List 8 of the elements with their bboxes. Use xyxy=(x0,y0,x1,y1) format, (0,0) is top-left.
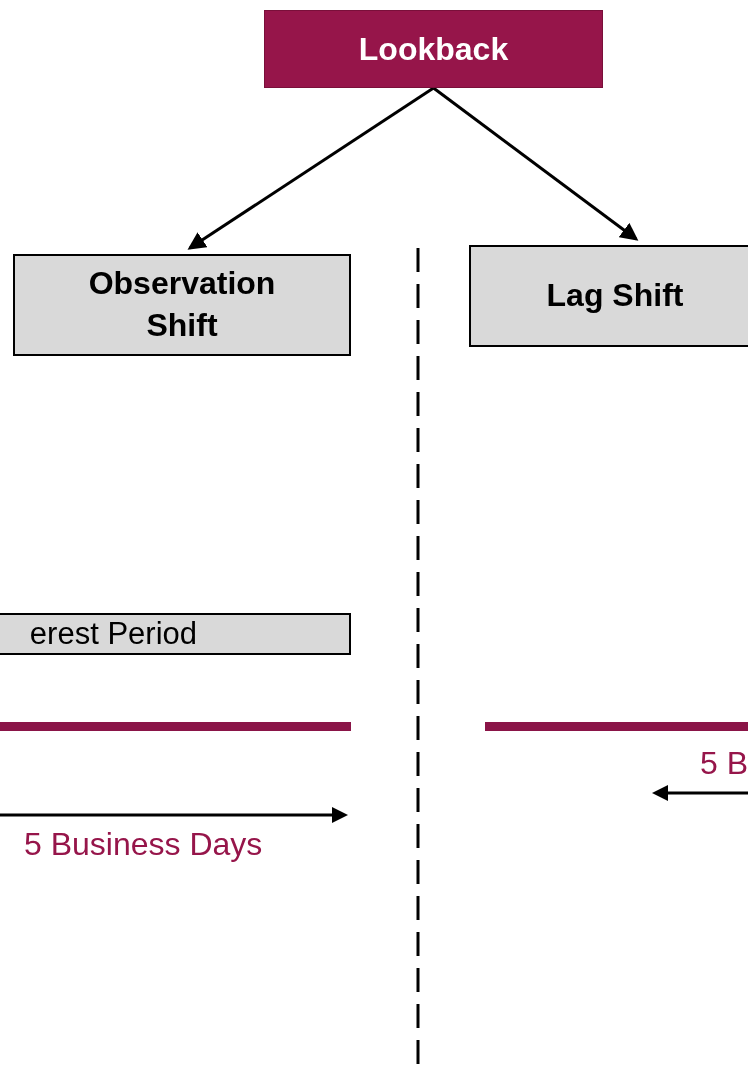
arrow xyxy=(432,86,639,241)
header-box: Lookback xyxy=(264,10,603,88)
duration-label: 5 Business Days xyxy=(24,828,263,860)
method-box: Lag Shift xyxy=(469,245,748,347)
arrow xyxy=(187,86,435,250)
period-bar: erest Period xyxy=(0,613,351,655)
method-box: Observation Shift xyxy=(13,254,351,356)
duration-label: 5 B xyxy=(700,747,748,779)
